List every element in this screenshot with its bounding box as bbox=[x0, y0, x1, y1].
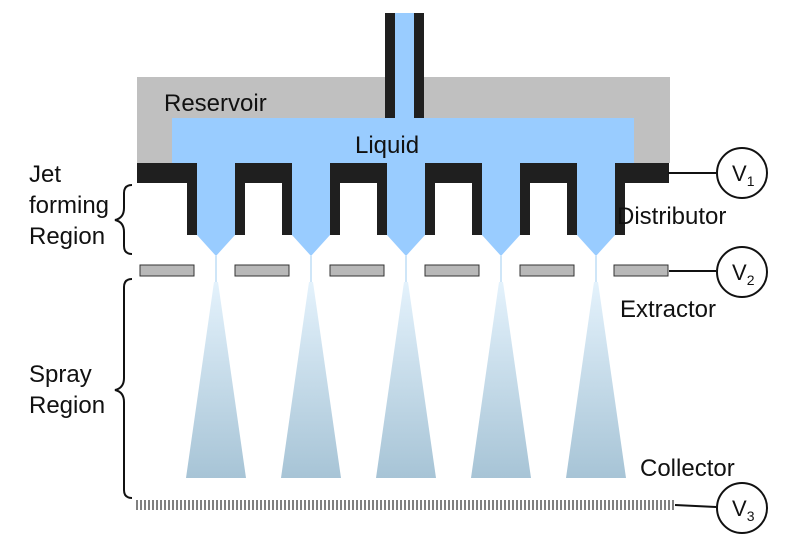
v3-wire bbox=[674, 504, 717, 508]
nozzle-wall-right bbox=[425, 163, 435, 235]
feed-tube-left-wall bbox=[385, 13, 395, 118]
nozzle-wall-right bbox=[615, 163, 625, 235]
nozzle-wall-left bbox=[282, 163, 292, 235]
nozzles bbox=[187, 163, 625, 282]
nozzle-wall-left bbox=[567, 163, 577, 235]
collector-label: Collector bbox=[640, 455, 735, 482]
distributor-bar-segment bbox=[615, 163, 669, 183]
liquid-body bbox=[172, 118, 634, 164]
nozzle-wall-left bbox=[377, 163, 387, 235]
v2-source-icon bbox=[716, 246, 768, 298]
nozzle-cone bbox=[482, 235, 520, 256]
distributor-bar-segment bbox=[425, 163, 482, 183]
distributor-bar-segment bbox=[330, 163, 387, 183]
extractor bbox=[139, 264, 669, 277]
spray-plume bbox=[471, 282, 531, 478]
nozzle-cone bbox=[577, 235, 615, 256]
spray-plume bbox=[186, 282, 246, 478]
nozzle-wall-right bbox=[330, 163, 340, 235]
spray-region-label-line2: Region bbox=[29, 392, 105, 419]
distributor-label: Distributor bbox=[617, 203, 726, 230]
v1-source-icon bbox=[716, 147, 768, 199]
v3-source-icon bbox=[716, 482, 768, 534]
spray-region-label-line1: Spray bbox=[29, 361, 92, 388]
extractor-plate bbox=[329, 264, 385, 277]
extractor-plate bbox=[424, 264, 480, 277]
nozzle-liquid bbox=[577, 163, 615, 235]
v3-label: V3 bbox=[732, 496, 755, 524]
v1-label: V1 bbox=[732, 161, 755, 189]
jet-region-label-line2: forming bbox=[29, 192, 109, 219]
jet-region-label-line3: Region bbox=[29, 223, 105, 250]
liquid-label: Liquid bbox=[355, 132, 419, 159]
spray-plume bbox=[566, 282, 626, 478]
distributor-bar-segment bbox=[137, 163, 197, 183]
spray-region-brace bbox=[114, 278, 133, 499]
distributor-bar-segment bbox=[235, 163, 292, 183]
distributor bbox=[137, 163, 669, 183]
nozzle-cone bbox=[197, 235, 235, 256]
extractor-plate bbox=[139, 264, 195, 277]
nozzle-cone bbox=[387, 235, 425, 256]
nozzle-wall-right bbox=[520, 163, 530, 235]
nozzle-liquid bbox=[197, 163, 235, 235]
distributor-bar-segment bbox=[520, 163, 577, 183]
nozzle-wall-right bbox=[235, 163, 245, 235]
extractor-plate bbox=[613, 264, 669, 277]
nozzle-cone bbox=[292, 235, 330, 256]
extractor-plate bbox=[519, 264, 575, 277]
jet-region-label-line1: Jet bbox=[29, 161, 61, 188]
collector-plate bbox=[135, 500, 675, 510]
spray-plume bbox=[376, 282, 436, 478]
nozzle-liquid bbox=[387, 163, 425, 235]
spray-plume bbox=[281, 282, 341, 478]
nozzle-liquid bbox=[482, 163, 520, 235]
extractor-label: Extractor bbox=[620, 296, 716, 323]
extractor-plate bbox=[234, 264, 290, 277]
v2-label: V2 bbox=[732, 260, 755, 288]
feed-tube-liquid bbox=[395, 13, 414, 118]
reservoir-label: Reservoir bbox=[164, 90, 267, 117]
nozzle-wall-left bbox=[472, 163, 482, 235]
nozzle-wall-left bbox=[187, 163, 197, 235]
jet-region-brace bbox=[114, 184, 133, 255]
nozzle-liquid bbox=[292, 163, 330, 235]
feed-tube-right-wall bbox=[414, 13, 424, 118]
spray-plumes bbox=[186, 282, 626, 478]
